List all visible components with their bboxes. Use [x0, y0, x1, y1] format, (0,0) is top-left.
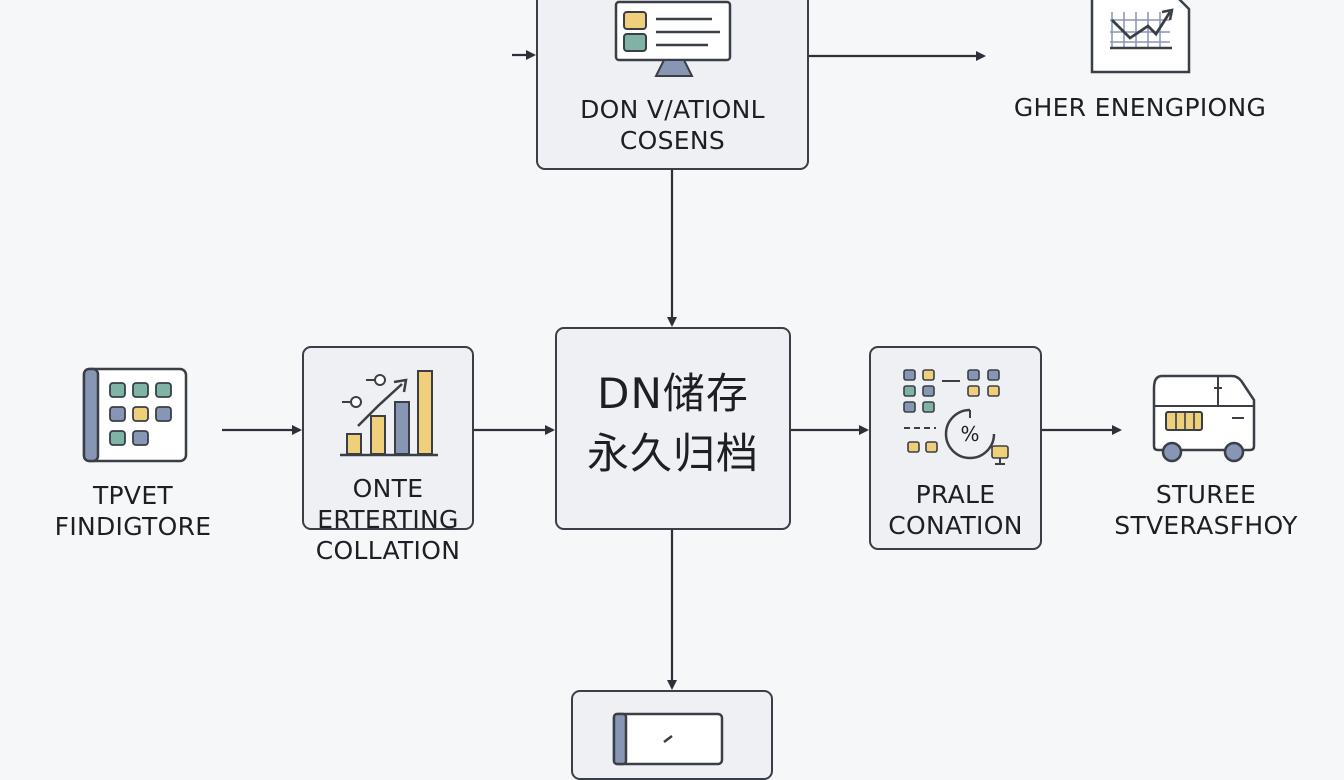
node-top-label-line2: COSENS	[619, 126, 726, 155]
svg-text:%: %	[960, 422, 979, 446]
grid-table-icon	[82, 367, 188, 463]
node-collation-label-line3: COLLATION	[315, 536, 461, 565]
node-store-label-line2: STVERASFHOY	[1114, 511, 1298, 540]
line-chart-document-icon	[1090, 0, 1191, 74]
node-center-label-line1: DN储存	[597, 369, 749, 418]
node-left-label-line2: FINDIGTORE	[54, 512, 212, 541]
node-left-label-line1: TPVET	[92, 481, 173, 510]
delivery-van-icon	[1152, 374, 1256, 463]
node-prale-label-line1: PRALE	[915, 480, 996, 509]
node-center-box[interactable]	[555, 327, 791, 530]
node-topright-label: GHER ENENGPIONG	[1013, 93, 1267, 122]
bar-chart-trend-icon	[340, 370, 438, 457]
grid-percent-gauge-icon: %	[903, 369, 1009, 465]
connector-arrows	[222, 50, 1122, 690]
node-collation-label-line1: ONTE	[352, 474, 424, 503]
node-top-label-line1: DON V/ATIONL	[580, 95, 765, 124]
monitor-dashboard-icon	[614, 0, 732, 77]
node-collation-box[interactable]	[302, 346, 474, 530]
node-collation-label-line2: ERTERTING	[317, 505, 459, 534]
node-store-label-line1: STUREE	[1155, 480, 1257, 509]
node-prale-label-line2: CONATION	[888, 511, 1023, 540]
node-center-label-line2: 永久归档	[586, 429, 759, 478]
document-check-icon	[612, 712, 724, 766]
